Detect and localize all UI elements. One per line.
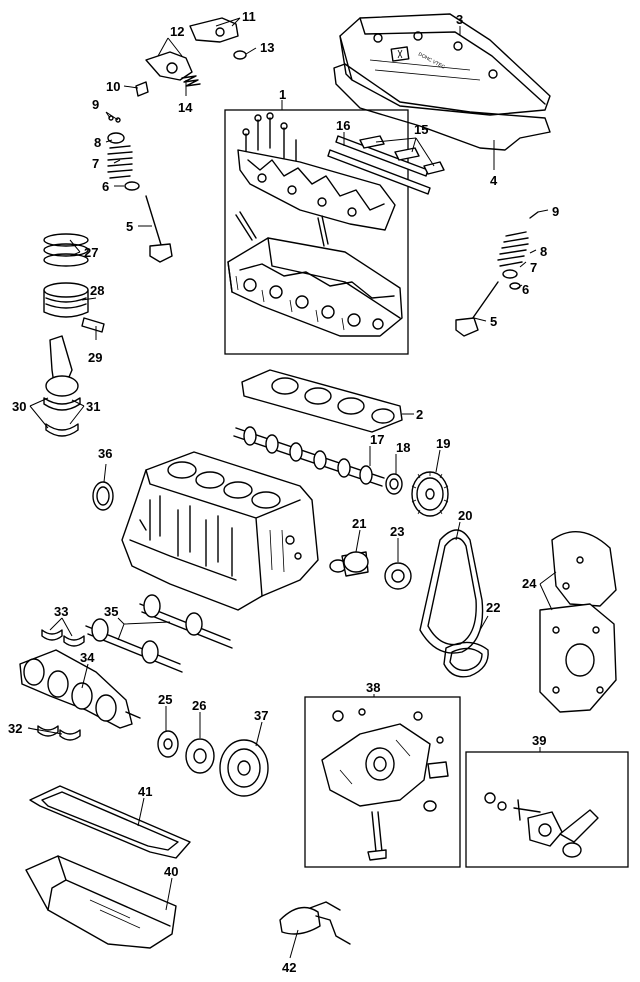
callout-36: 36 — [98, 446, 112, 461]
callout-41: 41 — [138, 784, 152, 799]
valve-cover-gasket — [333, 63, 551, 151]
oil-strainer — [279, 901, 351, 945]
callout-9-right: 9 — [552, 204, 559, 219]
callout-7-left: 7 — [92, 156, 99, 171]
callout-13: 13 — [260, 40, 274, 55]
crankshaft — [19, 629, 141, 741]
callout-35: 35 — [104, 604, 118, 619]
callout-16: 16 — [336, 118, 350, 133]
crank-seal — [92, 481, 114, 511]
balancer-shafts — [85, 594, 233, 673]
tensioner-and-idler — [329, 551, 412, 590]
callout-40: 40 — [164, 864, 178, 879]
callout-15: 15 — [414, 122, 428, 137]
callout-29: 29 — [88, 350, 102, 365]
group-box-39 — [465, 751, 629, 868]
callout-28: 28 — [90, 283, 104, 298]
callout-2: 2 — [416, 407, 423, 422]
callout-23: 23 — [390, 524, 404, 539]
callout-8-right: 8 — [540, 244, 547, 259]
callout-labels: 1 2 3 4 5 5 6 6 7 7 8 8 9 9 10 11 12 13 … — [8, 9, 559, 975]
callout-37: 37 — [254, 708, 268, 723]
callout-7-right: 7 — [530, 260, 537, 275]
callout-19: 19 — [436, 436, 450, 451]
callout-10: 10 — [106, 79, 120, 94]
callout-9-left: 9 — [92, 97, 99, 112]
callout-42: 42 — [282, 960, 296, 975]
engine-block — [121, 451, 319, 611]
leader-lines — [27, 17, 557, 959]
callout-1: 1 — [279, 87, 286, 102]
callout-5-right: 5 — [490, 314, 497, 329]
callout-24: 24 — [522, 576, 537, 591]
callout-12: 12 — [170, 24, 184, 39]
callout-38: 38 — [366, 680, 380, 695]
callout-27: 27 — [84, 245, 98, 260]
timing-covers — [539, 531, 617, 713]
group-box-38 — [304, 696, 461, 868]
callout-5-left: 5 — [126, 219, 133, 234]
callout-30: 30 — [12, 399, 26, 414]
callout-26: 26 — [192, 698, 206, 713]
camshaft — [233, 426, 385, 487]
callout-25: 25 — [158, 692, 172, 707]
callout-17: 17 — [370, 432, 384, 447]
rocker-shafts — [327, 135, 445, 195]
water-pump-assembly — [484, 792, 599, 858]
oil-pan — [25, 855, 177, 949]
oil-pump-assembly — [321, 708, 449, 861]
callout-6-left: 6 — [102, 179, 109, 194]
callout-11: 11 — [242, 9, 256, 24]
valve-cover: DOHC VTEC — [339, 13, 551, 116]
callout-18: 18 — [396, 440, 410, 455]
piston-rod-parts — [43, 233, 105, 437]
rocker-arm-parts — [135, 17, 247, 97]
callout-31: 31 — [86, 399, 100, 414]
cam-seal-and-sprocket — [385, 471, 449, 517]
callout-3: 3 — [456, 12, 463, 27]
callout-21: 21 — [352, 516, 366, 531]
callout-39: 39 — [532, 733, 546, 748]
cylinder-head-assembly — [227, 112, 403, 337]
callout-33: 33 — [54, 604, 68, 619]
callout-14: 14 — [178, 100, 193, 115]
head-gasket — [241, 369, 403, 433]
crank-sprockets-and-pulley — [157, 730, 269, 797]
timing-belts — [419, 529, 489, 678]
callout-4: 4 — [490, 173, 498, 188]
callout-20: 20 — [458, 508, 472, 523]
valve-train-right — [455, 211, 539, 337]
valve-train-left — [107, 115, 173, 263]
callout-32: 32 — [8, 721, 22, 736]
callout-22: 22 — [486, 600, 500, 615]
callout-34: 34 — [80, 650, 95, 665]
group-box-1 — [224, 109, 409, 355]
callout-8-left: 8 — [94, 135, 101, 150]
callout-6-right: 6 — [522, 282, 529, 297]
oil-pan-gasket — [29, 785, 191, 859]
